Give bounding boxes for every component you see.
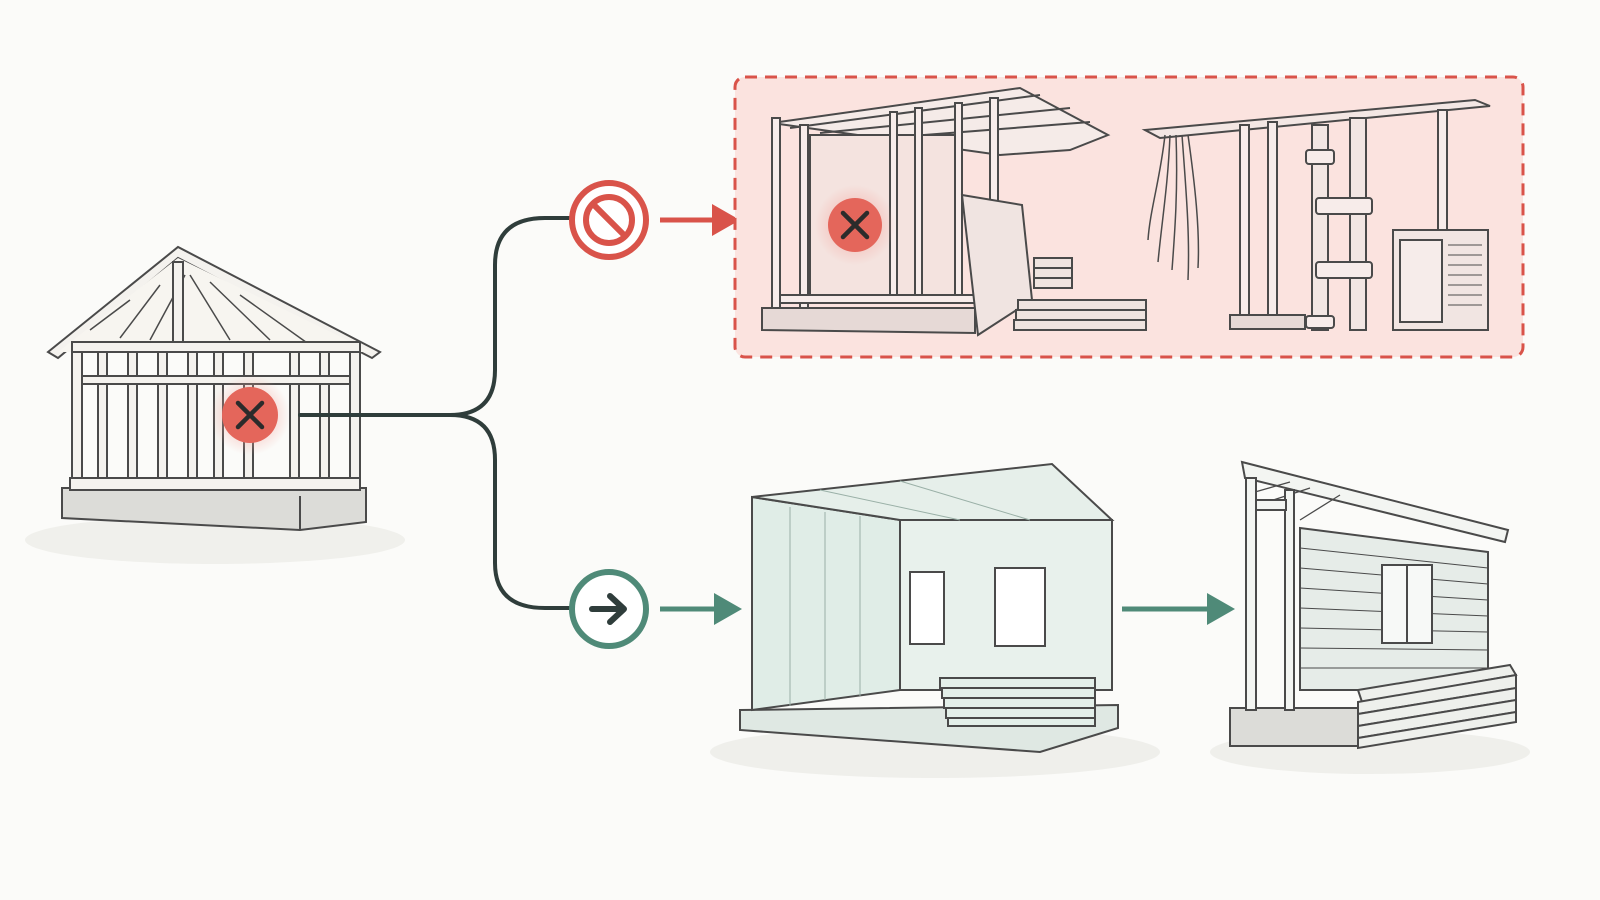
blocked-scene-marker [815,185,895,265]
arrow-to-blocked-panel [660,204,740,236]
arrow-right-circle-icon [569,569,649,649]
blocked-scene-framed-room [761,86,1147,337]
branch-connector [298,216,574,610]
arrow-to-sided-exterior [1122,593,1235,625]
blocked-scene-rough-in [1141,98,1491,331]
proceed-scene-sided-exterior [1229,460,1518,750]
start-blocked-marker [210,375,290,455]
no-entry-icon [569,180,649,260]
blocked-x-icon [840,210,870,240]
blocked-x-icon [235,400,265,430]
arrow-to-drywall-scene [660,593,742,625]
house-frame [46,245,382,532]
proceed-scene-drywall-room [739,462,1119,754]
